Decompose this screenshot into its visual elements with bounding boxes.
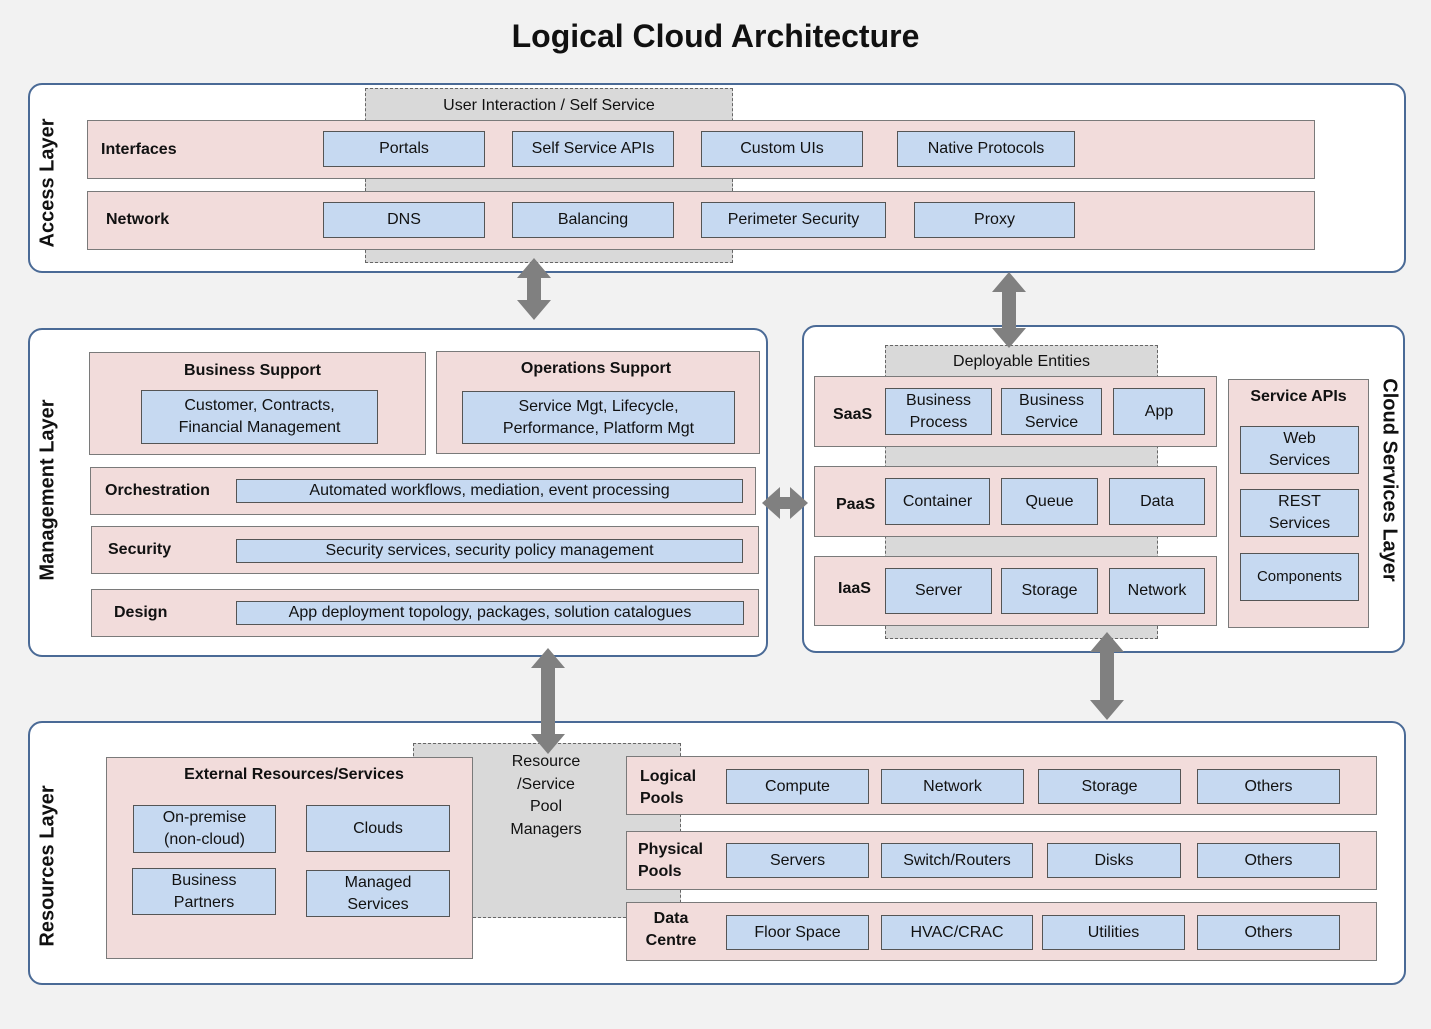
- balancing-box: Balancing: [512, 202, 674, 238]
- saas-label: SaaS: [833, 406, 873, 423]
- physical-others-box: Others: [1197, 843, 1340, 878]
- deployable-entities-label: Deployable Entities: [953, 353, 1090, 370]
- business-process-box: Business Process: [885, 388, 992, 435]
- storage-box: Storage: [1001, 568, 1098, 614]
- security-box: Security services, security policy manag…: [236, 539, 743, 563]
- compute-box: Compute: [726, 769, 869, 804]
- logical-others-box: Others: [1197, 769, 1340, 804]
- access-management-arrow: [517, 258, 551, 320]
- logical-network-box: Network: [881, 769, 1024, 804]
- native-protocols-box: Native Protocols: [897, 131, 1075, 167]
- business-support-label: Business Support: [184, 362, 321, 379]
- physical-pools-label: Physical Pools: [638, 841, 703, 880]
- management-cloud-arrow: [762, 487, 808, 519]
- dns-box: DNS: [323, 202, 485, 238]
- server-box: Server: [885, 568, 992, 614]
- business-service-box: Business Service: [1001, 388, 1102, 435]
- external-resources-group: [106, 757, 473, 959]
- container-box: Container: [885, 478, 990, 525]
- rest-services-box: REST Services: [1240, 489, 1359, 537]
- pool-managers-label: Resource /Service Pool Managers: [510, 753, 582, 838]
- data-box: Data: [1109, 478, 1205, 525]
- floor-space-box: Floor Space: [726, 915, 869, 950]
- service-mgt-box: Service Mgt, Lifecycle, Performance, Pla…: [462, 391, 735, 444]
- self-service-dashed-strip: [365, 179, 733, 191]
- business-partners-box: Business Partners: [132, 868, 276, 915]
- portals-box: Portals: [323, 131, 485, 167]
- components-box: Components: [1240, 553, 1359, 601]
- network-box: Network: [1109, 568, 1205, 614]
- disks-box: Disks: [1047, 843, 1181, 878]
- perimeter-security-box: Perimeter Security: [701, 202, 886, 238]
- iaas-label: IaaS: [838, 580, 871, 597]
- data-centre-label: Data Centre: [645, 910, 697, 949]
- orchestration-box: Automated workflows, mediation, event pr…: [236, 479, 743, 503]
- on-premise-box: On-premise (non-cloud): [133, 805, 276, 853]
- custom-uis-box: Custom UIs: [701, 131, 863, 167]
- paas-label: PaaS: [836, 496, 876, 513]
- customer-contracts-box: Customer, Contracts, Financial Managemen…: [141, 390, 378, 444]
- page-title: Logical Cloud Architecture: [511, 18, 920, 54]
- access-cloud-arrow: [992, 272, 1026, 348]
- network-label: Network: [106, 211, 170, 228]
- interfaces-label: Interfaces: [101, 141, 177, 158]
- logical-pools-label: Logical Pools: [640, 768, 697, 807]
- servers-box: Servers: [726, 843, 869, 878]
- logical-storage-box: Storage: [1038, 769, 1181, 804]
- utilities-box: Utilities: [1042, 915, 1185, 950]
- hvac-crac-box: HVAC/CRAC: [881, 915, 1033, 950]
- operations-support-label: Operations Support: [520, 360, 672, 377]
- design-label: Design: [114, 604, 168, 621]
- proxy-box: Proxy: [914, 202, 1075, 238]
- orchestration-label: Orchestration: [105, 482, 210, 499]
- managed-services-box: Managed Services: [306, 870, 450, 917]
- switch-routers-box: Switch/Routers: [881, 843, 1033, 878]
- cloud-resources-arrow: [1090, 632, 1124, 720]
- service-apis-label: Service APIs: [1250, 388, 1347, 405]
- management-resources-arrow: [531, 648, 565, 754]
- design-box: App deployment topology, packages, solut…: [236, 601, 744, 625]
- self-service-apis-box: Self Service APIs: [512, 131, 674, 167]
- queue-box: Queue: [1001, 478, 1098, 525]
- security-label: Security: [108, 541, 172, 558]
- clouds-box: Clouds: [306, 805, 450, 852]
- web-services-box: Web Services: [1240, 426, 1359, 474]
- external-resources-label: External Resources/Services: [184, 766, 404, 783]
- datacentre-others-box: Others: [1197, 915, 1340, 950]
- app-box: App: [1113, 388, 1205, 435]
- self-service-label: User Interaction / Self Service: [443, 97, 655, 114]
